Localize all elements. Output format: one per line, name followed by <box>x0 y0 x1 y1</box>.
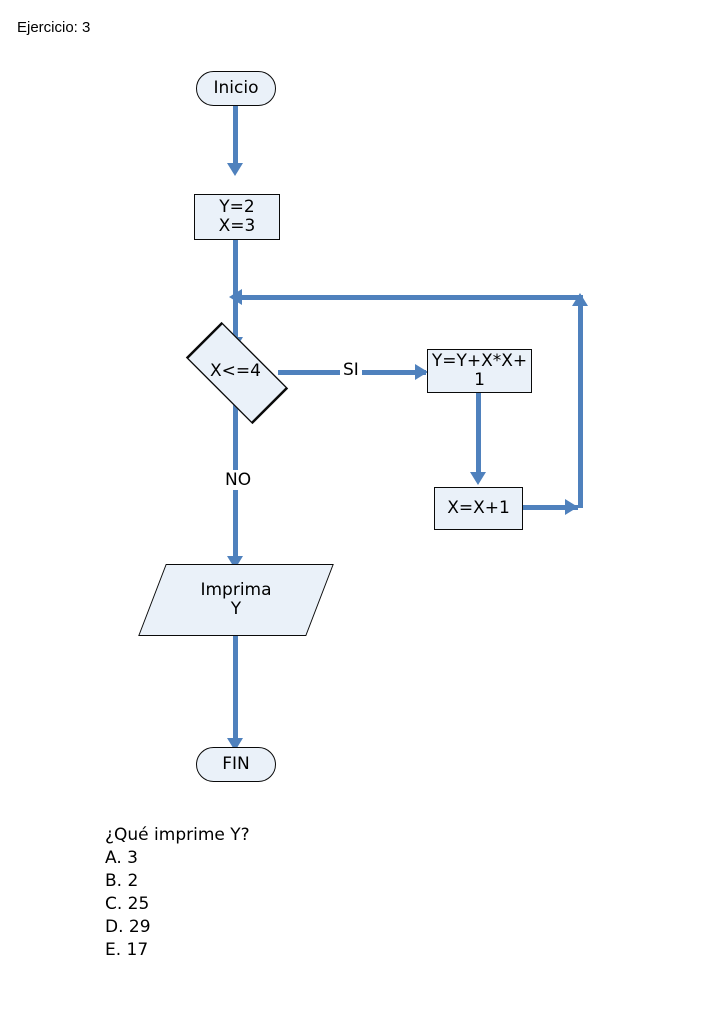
question-block: ¿Qué imprime Y? A. 3 B. 2 C. 25 D. 29 E.… <box>105 824 250 962</box>
node-init[interactable]: Y=2 X=3 <box>194 194 280 240</box>
arrowhead-decision-yes <box>415 364 428 380</box>
node-decision-label: X<=4 <box>210 361 261 382</box>
connector-init-to-junction <box>233 240 238 297</box>
connector-loop-back-horizontal <box>240 295 583 300</box>
connector-start-to-init <box>233 105 238 167</box>
connector-output-to-end <box>233 636 238 746</box>
connector-accum-to-incr <box>476 393 481 475</box>
exercise-label: Ejercicio: 3 <box>17 19 91 36</box>
question-option-a[interactable]: A. 3 <box>105 848 138 868</box>
node-increment-label: X=X+1 <box>447 497 510 518</box>
arrowhead-accum-to-incr <box>470 472 486 485</box>
question-option-c[interactable]: C. 25 <box>105 894 150 914</box>
question-option-d[interactable]: D. 29 <box>105 917 151 937</box>
node-start-label: Inicio <box>213 77 259 98</box>
node-decision[interactable]: X<=4 <box>185 321 288 425</box>
arrowhead-start-to-init <box>227 163 243 176</box>
node-increment[interactable]: X=X+1 <box>434 487 523 530</box>
node-output-label: Imprima Y <box>200 579 272 619</box>
arrowhead-return-vertical <box>572 293 588 306</box>
node-start[interactable]: Inicio <box>196 71 276 106</box>
node-accumulate-label: Y=Y+X*X+ 1 <box>431 350 528 390</box>
arrowhead-loop-back <box>229 289 242 305</box>
node-init-label: Y=2 X=3 <box>218 196 256 236</box>
node-end[interactable]: FIN <box>196 747 276 782</box>
node-accumulate[interactable]: Y=Y+X*X+ 1 <box>427 349 532 393</box>
connector-return-vertical <box>578 300 583 508</box>
question-option-e[interactable]: E. 17 <box>105 940 149 960</box>
connector-junction-to-decision <box>233 295 238 343</box>
edge-label-yes: SI <box>340 360 362 380</box>
node-end-label: FIN <box>222 753 250 774</box>
question-option-b[interactable]: B. 2 <box>105 871 139 891</box>
question-prompt: ¿Qué imprime Y? <box>105 825 250 845</box>
edge-label-no: NO <box>222 470 255 490</box>
arrowhead-incr-to-return <box>565 499 578 515</box>
node-output[interactable]: Imprima Y <box>138 564 334 636</box>
connector-incr-to-return <box>523 505 578 510</box>
